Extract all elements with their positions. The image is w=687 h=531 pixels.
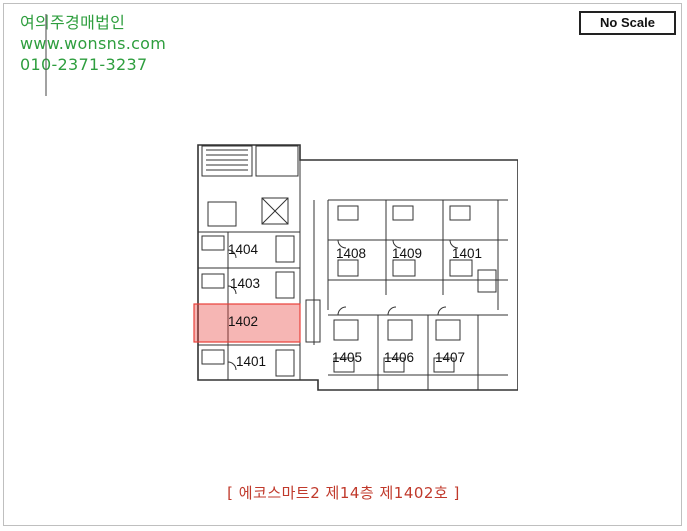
room-label: 1401 [452, 246, 482, 261]
floor-plan: 1404 1403 1402 1401 1408 1409 1401 1405 … [188, 140, 519, 398]
caption-text: 에코스마트2 제14층 제1402호 [238, 484, 449, 502]
text-cursor-icon [45, 14, 47, 96]
no-scale-badge: No Scale [579, 11, 676, 35]
room-label: 1403 [230, 276, 260, 291]
room-label: 1402 [228, 314, 258, 329]
watermark-phone: 010-2371-3237 [20, 55, 148, 74]
room-label: 1404 [228, 242, 259, 257]
room-label: 1408 [336, 246, 366, 261]
watermark-website: www.wonsns.com [20, 34, 167, 53]
caption-bracket-open: [ [227, 484, 234, 502]
unit-caption: [ 에코스마트2 제14층 제1402호 ] [0, 482, 687, 503]
floor-plan-drawing: 1404 1403 1402 1401 1408 1409 1401 1405 … [193, 144, 519, 391]
caption-bracket-close: ] [453, 484, 460, 502]
room-label: 1407 [435, 350, 465, 365]
page-frame [3, 3, 682, 526]
watermark: 여의주경매법인 www.wonsns.com 010-2371-3237 [20, 12, 166, 75]
room-label: 1409 [392, 246, 422, 261]
highlighted-unit [193, 303, 301, 343]
room-label: 1405 [332, 350, 362, 365]
watermark-company: 여의주경매법인 [20, 13, 126, 32]
room-label: 1401 [236, 354, 266, 369]
room-label: 1406 [384, 350, 414, 365]
